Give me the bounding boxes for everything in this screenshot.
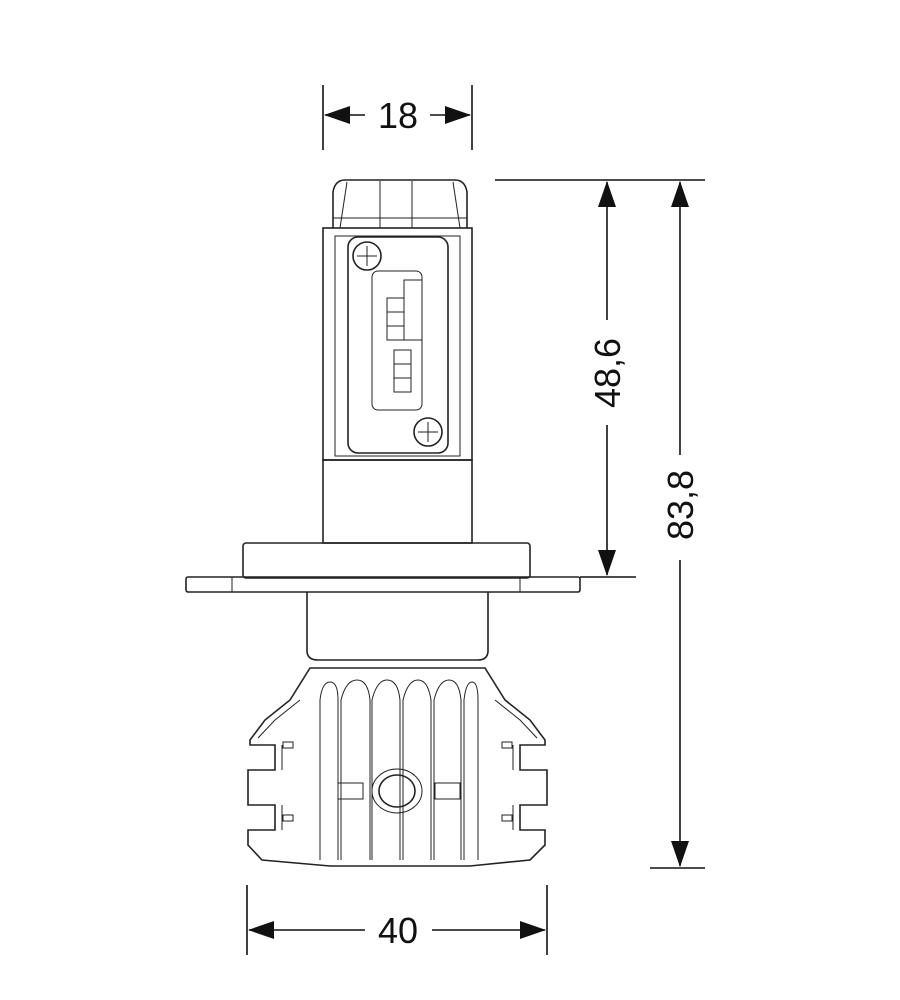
bulb-cap [332, 179, 468, 229]
screw-icon [413, 417, 443, 447]
arrow-right-icon [445, 106, 471, 124]
led-chip-lower [393, 349, 412, 393]
flange [242, 542, 531, 579]
neck [322, 459, 473, 544]
dimension-top-width: 18 [322, 85, 473, 150]
arrow-up-icon [598, 181, 616, 207]
screw-icon [352, 241, 382, 271]
dimension-label-48-6: 48,6 [587, 338, 628, 408]
led-bulb [185, 179, 581, 867]
base-plate [185, 576, 581, 593]
led-chip-upper [386, 297, 405, 341]
arrow-left-icon [248, 921, 274, 939]
arrow-down-icon [598, 550, 616, 576]
dimension-total-height: 83,8 [650, 181, 705, 869]
dimension-label-83-8: 83,8 [660, 470, 701, 540]
heatsink [247, 667, 548, 867]
center-hole [378, 774, 416, 808]
dimension-upper-height: 48,6 [495, 179, 705, 578]
led-housing [322, 227, 473, 461]
arrow-right-icon [520, 921, 546, 939]
dimension-label-40: 40 [378, 910, 418, 951]
lower-collar [306, 592, 489, 661]
arrow-left-icon [324, 106, 350, 124]
dimension-label-18: 18 [378, 95, 418, 136]
arrow-down-icon [671, 841, 689, 867]
dimension-base-width: 40 [246, 885, 548, 955]
arrow-up-icon [671, 181, 689, 207]
